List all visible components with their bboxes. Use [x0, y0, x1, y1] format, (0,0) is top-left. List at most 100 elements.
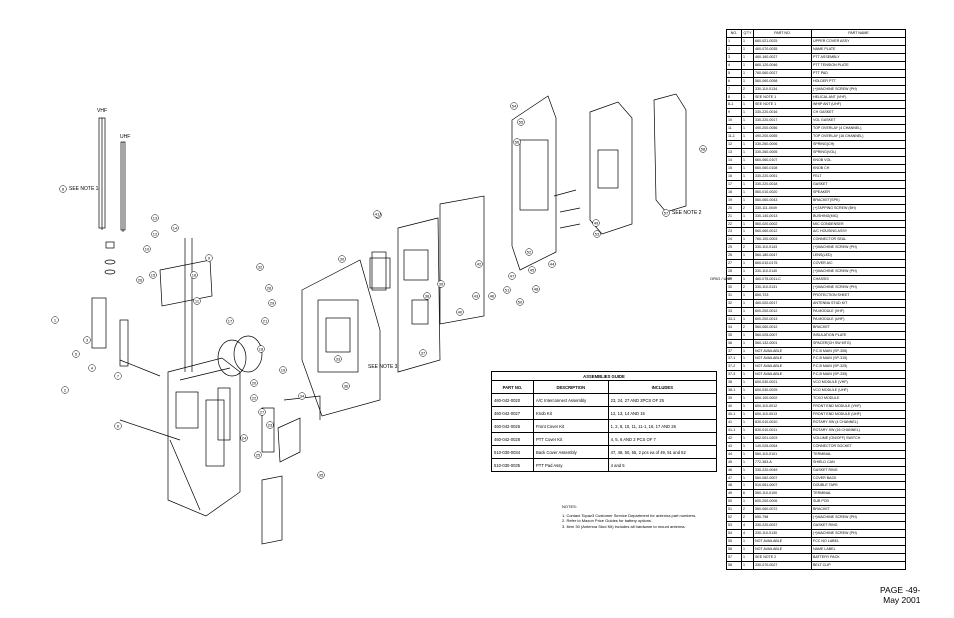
callout-5: 5: [75, 351, 78, 356]
part-row-cell: BELT CLIP: [811, 560, 906, 570]
callout-41: 41: [375, 211, 380, 216]
page-number: PAGE -49-: [880, 585, 921, 595]
callout-53: 53: [595, 231, 600, 236]
part-row-cell: 1: [741, 481, 754, 491]
part-row-cell: GASKET RING: [811, 465, 906, 475]
callout-42: 42: [477, 261, 482, 266]
part-row-cell: 330-220-0018: [753, 179, 812, 189]
part-row-cell: 772-363-A: [753, 457, 812, 467]
callout-37: 37: [421, 350, 426, 355]
part-row-cell: 11: [726, 124, 742, 134]
callout-33: 33: [336, 356, 341, 361]
part-row-cell: HOLDER PTT: [811, 76, 906, 86]
part-row-cell: 1: [741, 227, 754, 237]
part-row-cell: CONNECTOR SOCKET: [811, 441, 906, 451]
part-row-cell: SPRING(VOL): [811, 148, 906, 157]
parts-col-part-name: PART NAME: [811, 29, 906, 38]
callout-17: 17: [228, 318, 233, 323]
callout-10: 10: [145, 246, 150, 251]
callout-30: 30: [340, 256, 345, 261]
part-row-cell: 1: [741, 68, 754, 78]
part-row-cell: 45: [726, 457, 742, 467]
part-row-cell: FRONT END MODULE (VHF): [811, 402, 906, 411]
assembly-row-cell: PTT Cover Kit: [532, 432, 609, 446]
part-row-cell: 1: [741, 354, 754, 364]
assembly-row-cell: 460-042-0028: [491, 432, 534, 446]
callout-18: 18: [259, 346, 264, 351]
part-row-cell: P.C.B MAIN (SP-335): [811, 370, 906, 380]
callout-43: 43: [474, 293, 479, 298]
callout-6: 6: [117, 423, 120, 428]
assembly-row-cell: 23, 24, 27 AND 2PCS OF 25: [607, 393, 718, 407]
part-row-cell: 5: [726, 68, 742, 78]
part-row-cell: 1: [726, 36, 742, 46]
part-row-cell: 1: [741, 187, 754, 197]
callout-24: 24: [242, 435, 247, 440]
part-row-cell: 51: [726, 505, 742, 515]
part-row-cell: (+)MACHINE SCREW (PH): [811, 283, 906, 292]
part-row-cell: 4: [726, 60, 742, 70]
part-row-cell: 1: [741, 441, 754, 451]
part-row-cell: COVER A/C: [811, 259, 906, 269]
part-row-cell: 10: [726, 116, 742, 126]
part-row-cell: GASKET RING: [811, 521, 906, 531]
part-row-cell: SPRING(CH): [811, 140, 906, 150]
callout-48: 48: [534, 286, 539, 291]
assembly-row-cell: A/C Interconnect Assembly: [532, 393, 609, 407]
part-row-cell: 560-010-0020: [753, 187, 812, 197]
part-row-cell: 760-100-0003: [753, 235, 812, 245]
part-row-cell: 1: [741, 267, 754, 277]
part-row-cell: FRONT END MODULE (UHF): [811, 410, 906, 419]
part-row-cell: 560-132-0001: [753, 338, 812, 348]
part-row-cell: (+)MACHINE SCREW (PH): [811, 267, 906, 277]
part-row-cell: 560-110-0100: [753, 489, 812, 499]
part-row-cell: 1: [741, 116, 754, 126]
callout-29: 29: [270, 300, 275, 305]
part-row-cell: 330-220-0037: [753, 521, 812, 531]
callout-44: 44: [550, 261, 555, 266]
part-row-cell: CONNECTOR SEAL: [811, 235, 906, 245]
callout-8: 8: [62, 186, 65, 191]
note-item: 2. Refer to Maxon Price Guides for batte…: [562, 518, 653, 524]
assembly-row-cell: 1, 2, 8, 10, 11, 11-1, 16, 17 AND 26: [607, 419, 718, 433]
part-row-cell: VCO MODULE (VHF): [811, 378, 906, 388]
part-row-cell: 1: [741, 36, 754, 46]
part-row-cell: TERMINAL: [811, 449, 906, 459]
callout-28: 28: [267, 285, 272, 290]
part-row-cell: TCXO MODULE: [811, 394, 906, 404]
vhf-label: VHF: [97, 108, 107, 114]
part-row-cell: 330-220-0017: [753, 116, 812, 126]
part-row-cell: ROTARY SW (4 CHANNEL): [811, 417, 906, 427]
part-row-cell: 330-220-0016: [753, 108, 812, 118]
part-row-cell: 330-220-0051: [753, 171, 812, 181]
part-row-cell: 1: [741, 60, 754, 70]
part-row-cell: 1: [741, 108, 754, 118]
part-row-cell: 1: [741, 449, 754, 459]
part-row-cell: 1: [741, 251, 754, 261]
part-row-cell: 24: [726, 235, 742, 245]
note-item: 1. Contact Topaz3 Customer Service Depar…: [562, 512, 697, 518]
part-row-cell: 48: [726, 481, 742, 491]
part-row-cell: 1: [741, 290, 754, 300]
part-row-cell: 26: [726, 251, 742, 261]
part-row-cell: 46: [726, 465, 742, 475]
part-row-cell: 490-200-0056: [753, 124, 812, 134]
part-row-cell: (+)TAPPING SCREW (BH): [811, 203, 906, 213]
part-row-cell: 560-060-0043: [753, 195, 812, 205]
assembly-row-cell: 12, 13, 14 AND 15: [607, 406, 718, 420]
